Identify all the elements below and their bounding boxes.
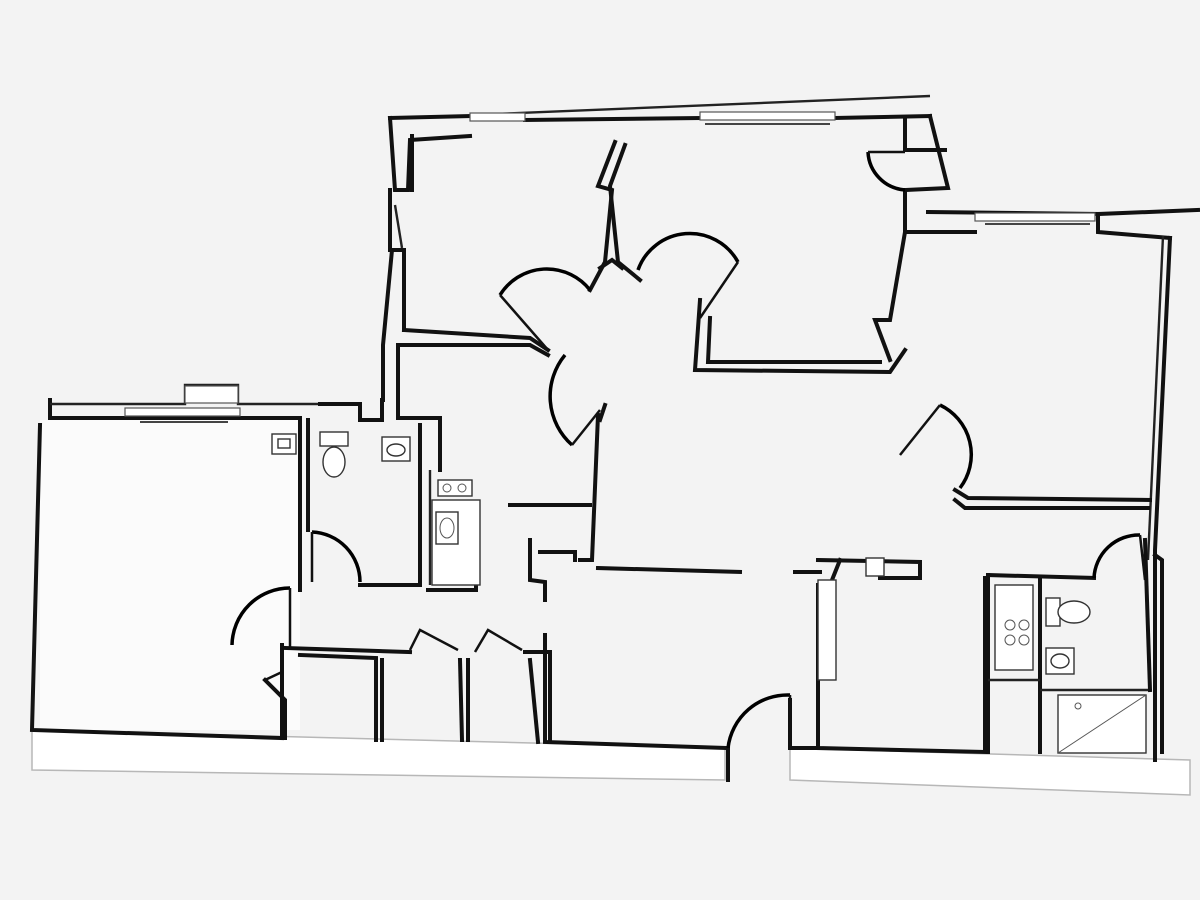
closet-door	[264, 670, 283, 682]
door-leaf	[698, 261, 740, 319]
sink-icon	[381, 436, 411, 462]
outer-walls	[29, 94, 1200, 782]
sink-icon	[271, 433, 297, 455]
shower-icon	[1057, 694, 1147, 754]
door-leaf	[899, 404, 941, 456]
toilet-icon	[319, 431, 349, 478]
exterior-slab	[31, 420, 1191, 796]
sink-icon	[1045, 647, 1075, 675]
door-swing	[230, 586, 291, 646]
windows	[124, 111, 1096, 423]
door-swing	[726, 693, 791, 749]
door-leaf	[1138, 534, 1147, 581]
door-swing	[548, 353, 574, 447]
fixtures	[271, 431, 1147, 754]
stove-icon	[865, 557, 1034, 671]
closet-door	[473, 628, 523, 653]
door-leaf	[499, 294, 549, 351]
doors	[230, 150, 1147, 749]
door-swing	[311, 530, 362, 583]
closet-door	[408, 628, 459, 652]
door-swing	[866, 151, 906, 192]
door-swing	[498, 267, 592, 296]
interior-walls	[262, 139, 1153, 754]
door-swing	[636, 231, 740, 271]
door-swing	[939, 403, 974, 490]
toilet-icon	[1045, 597, 1091, 627]
kitchen-counter	[431, 479, 481, 586]
cabinet	[817, 579, 837, 681]
door-leaf	[571, 409, 601, 446]
door-swing	[1092, 533, 1141, 579]
